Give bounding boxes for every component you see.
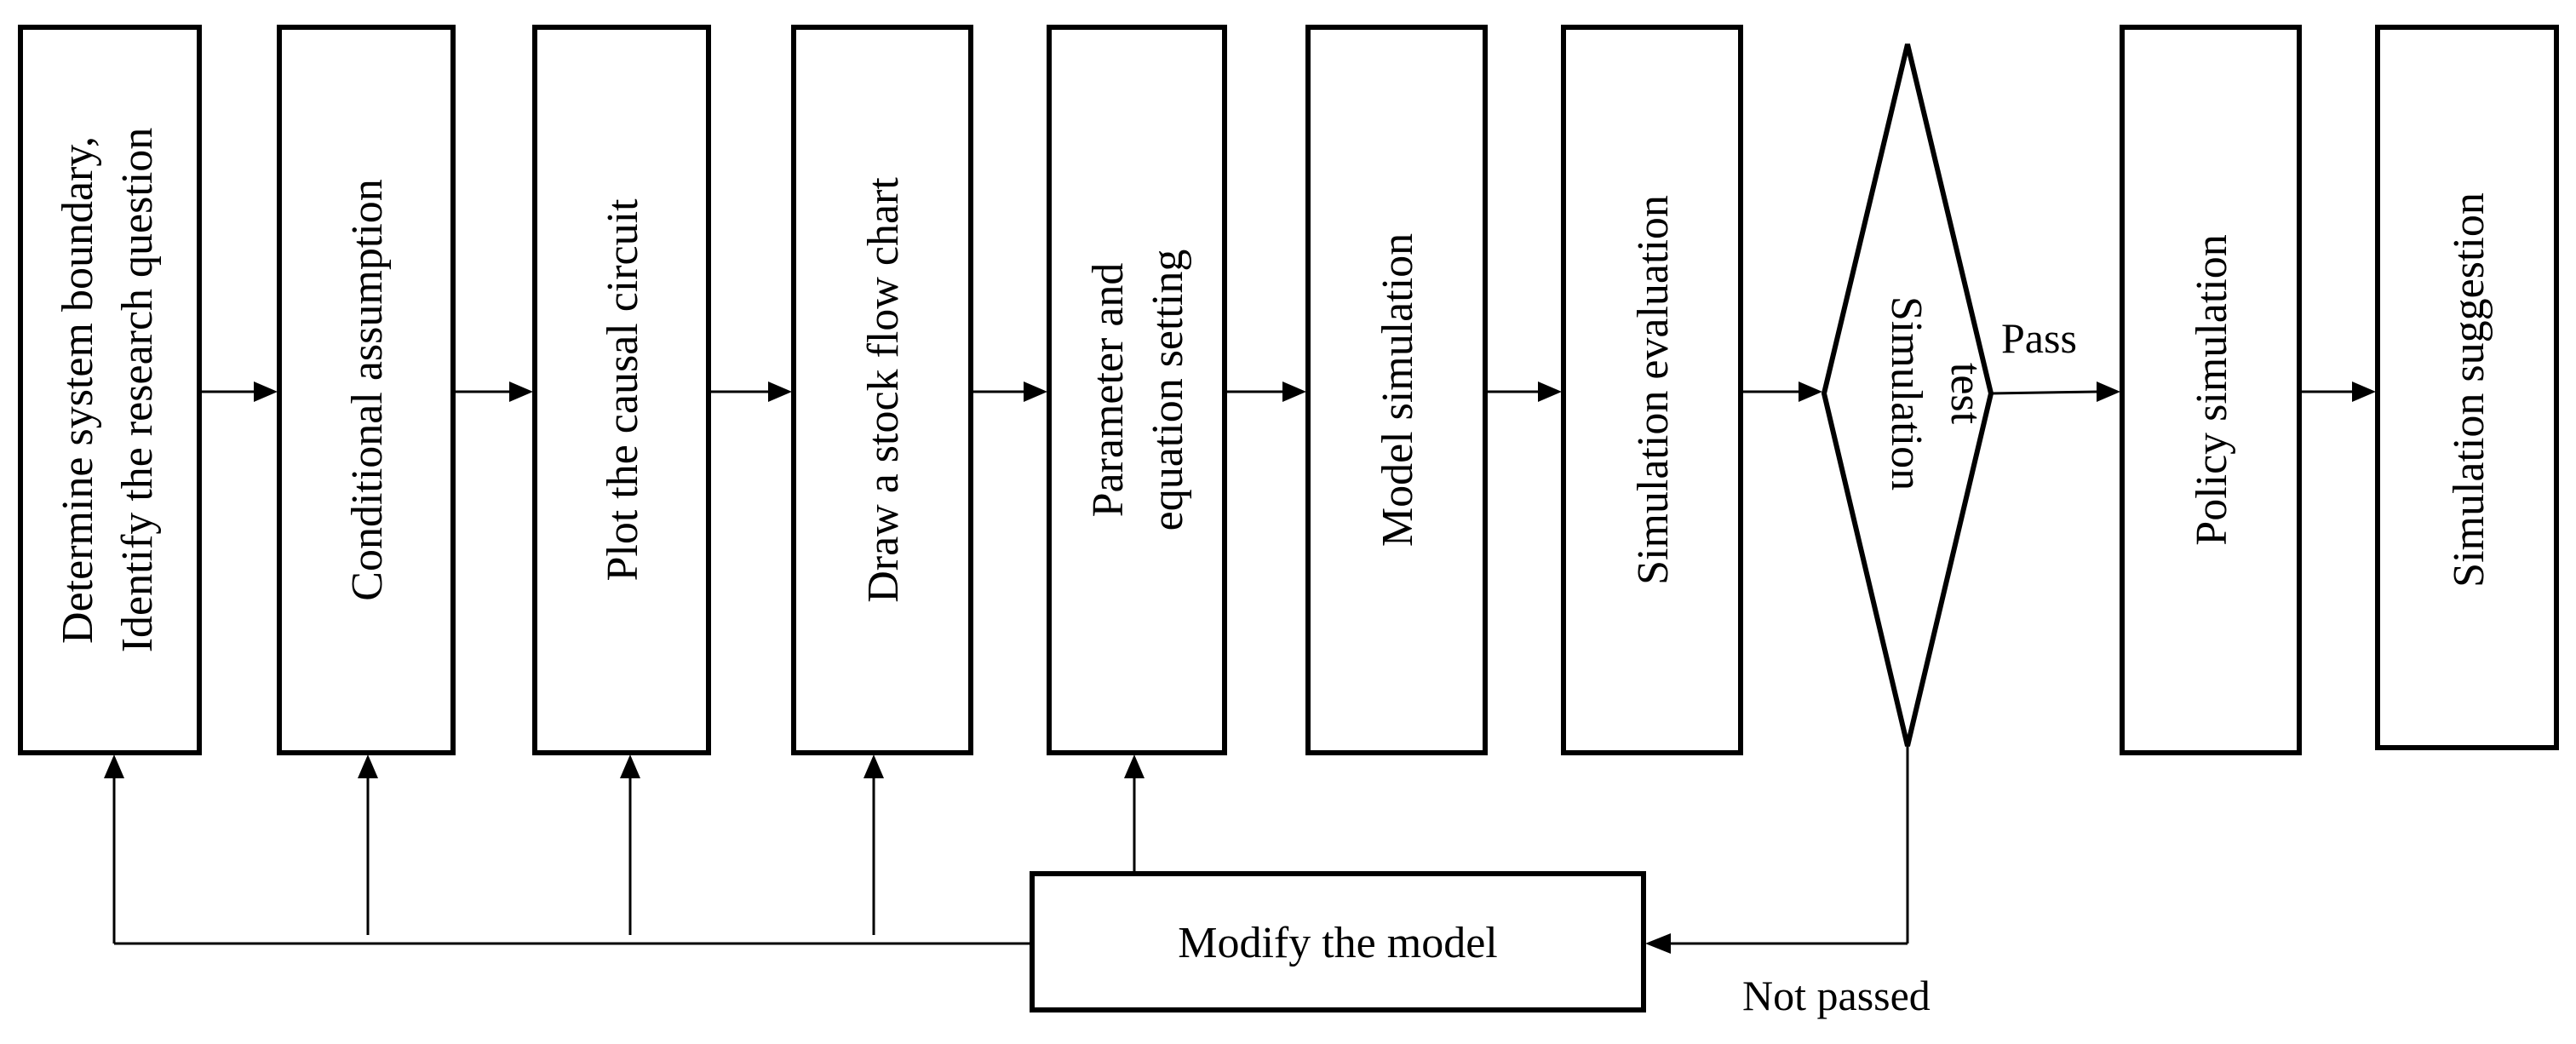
step-model-simulation-label: Model simulation — [1374, 233, 1422, 547]
step-simulation-evaluation-label: Simulation evaluation — [1629, 195, 1678, 585]
edge-label-pass: Pass — [2001, 314, 2077, 362]
not-passed-path — [1645, 746, 1909, 954]
step-stock-flow-chart-label: Draw a stock flow chart — [859, 177, 908, 603]
step-simulation-evaluation: Simulation evaluation — [1561, 25, 1743, 755]
step-parameter-equation: Parameter and equation setting — [1047, 25, 1227, 755]
step-stock-flow-chart: Draw a stock flow chart — [791, 25, 973, 755]
step-simulation-suggestion-label: Simulation suggestion — [2445, 192, 2493, 588]
step-policy-simulation: Policy simulation — [2120, 25, 2302, 755]
forward-arrows — [199, 381, 2376, 402]
step-determine-boundary: Determine system boundary, Identify the … — [18, 25, 202, 755]
step-conditional-assumption-label: Conditional assumption — [343, 179, 392, 600]
edge-label-not-passed: Not passed — [1742, 972, 1931, 1019]
step-parameter-equation-label-line1: Parameter and — [1084, 263, 1133, 518]
step-causal-circuit: Plot the causal circuit — [532, 25, 711, 755]
step-determine-boundary-label-line1: Determine system boundary, — [54, 136, 102, 644]
decision-simulation-test: Simulation test — [1821, 43, 1994, 747]
decision-simulation-test-label-line1: Simulation — [1882, 296, 1931, 490]
step-determine-boundary-label-line2: Identify the research question — [113, 128, 162, 653]
step-simulation-suggestion: Simulation suggestion — [2375, 25, 2559, 750]
modify-model-label: Modify the model — [1178, 919, 1498, 967]
feedback-arrows — [104, 754, 1145, 945]
decision-simulation-test-label-line2: test — [1942, 363, 1990, 425]
step-model-simulation: Model simulation — [1305, 25, 1488, 755]
step-conditional-assumption: Conditional assumption — [277, 25, 456, 755]
step-parameter-equation-label-line2: equation setting — [1144, 250, 1192, 531]
step-policy-simulation-label: Policy simulation — [2188, 234, 2236, 545]
modify-model-box: Modify the model — [1030, 871, 1646, 1012]
step-causal-circuit-label: Plot the causal circuit — [599, 198, 647, 582]
